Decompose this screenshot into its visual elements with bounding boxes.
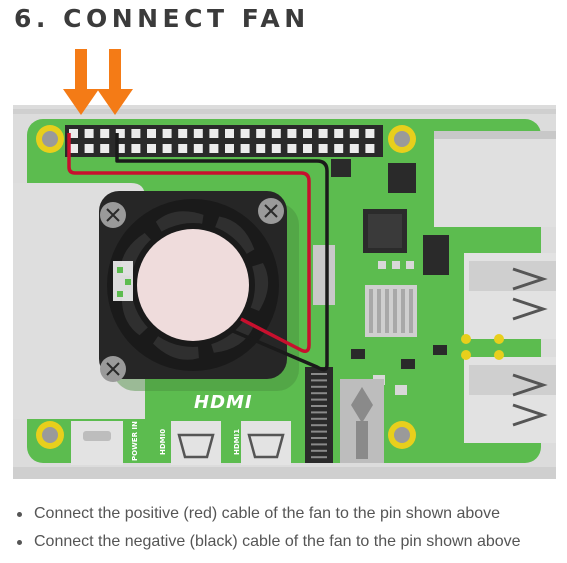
positive-pin-arrow-icon: [63, 49, 99, 115]
power-port: [71, 421, 123, 465]
positive-wire: [67, 133, 311, 353]
hdmi0-label: HDMI0: [159, 429, 167, 455]
ethernet-port: [434, 131, 556, 227]
bullet-icon: [17, 512, 22, 517]
power-in-label: POWER IN: [131, 421, 139, 461]
hdmi1-label: HDMI1: [233, 429, 241, 455]
mounting-holes: [36, 125, 416, 449]
instruction-item: Connect the negative (black) cable of th…: [14, 528, 521, 556]
usb-port-bottom: [464, 357, 556, 443]
cooling-fan: [99, 191, 287, 379]
instruction-text: Connect the positive (red) cable of the …: [34, 505, 501, 522]
fan-wires: [67, 133, 329, 372]
instruction-text: Connect the negative (black) cable of th…: [34, 533, 521, 550]
fan-screws: [100, 198, 284, 382]
board-components: [313, 159, 449, 395]
pin-indicator-arrows: [63, 49, 133, 115]
hdmi-logo: HDMI: [194, 392, 253, 413]
negative-pin-arrow-icon: [97, 49, 133, 115]
fan-connection-diagram: HDMI POWER IN HDMI0 HDMI1: [13, 49, 556, 479]
bullet-icon: [17, 540, 22, 545]
hdmi1-port: [241, 421, 291, 465]
page-heading: 6. CONNECT FAN: [14, 4, 310, 33]
gpio-header: [65, 125, 383, 157]
negative-wire: [115, 133, 329, 372]
usb-port-top: [464, 253, 556, 339]
ribbon-connectors: [305, 367, 384, 463]
instruction-item: Connect the positive (red) cable of the …: [14, 500, 521, 528]
instruction-list: Connect the positive (red) cable of the …: [14, 500, 521, 556]
hdmi0-port: [171, 421, 221, 465]
